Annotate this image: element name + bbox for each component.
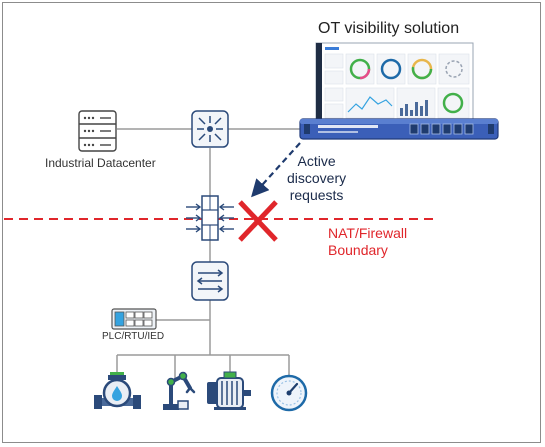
blocked-x-icon [238,200,278,242]
discovery-label-line2: discovery [287,170,347,186]
gauge-icon [270,374,308,412]
firewall-icon [186,195,234,241]
robot-arm-icon [163,371,196,410]
boundary-label-line2: Boundary [328,242,388,258]
motor-pump-icon [207,371,251,410]
discovery-label: Active discovery requests [287,153,346,204]
datacenter-label: Industrial Datacenter [45,156,156,170]
appliance-icon [299,118,499,140]
discovery-label-line3: requests [289,187,344,203]
boundary-label: NAT/Firewall Boundary [328,225,407,259]
discovery-label-line1: Active [297,153,336,169]
layer2-switch-icon [191,261,229,301]
diagram-frame [2,2,541,443]
boundary-label-line1: NAT/Firewall [328,225,408,241]
server-rack-icon [78,110,117,152]
valve-icon [94,372,141,409]
discovery-arrow [251,142,301,198]
network-switch-icon [191,110,229,148]
plc-controller-icon [111,308,157,330]
dashboard-screen-icon [315,42,474,123]
solution-title: OT visibility solution [318,20,460,37]
plc-label: PLC/RTU/IED [102,331,165,342]
